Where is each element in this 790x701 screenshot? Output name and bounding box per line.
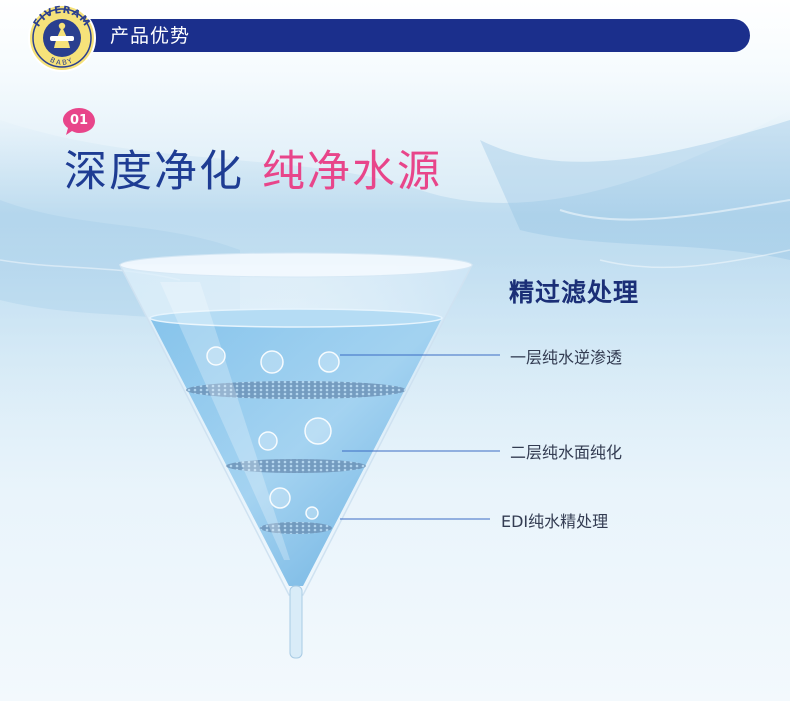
process-title: 精过滤处理 [509,278,640,307]
headline-part2: 纯净水源 [262,147,442,197]
headline: 深度净化纯净水源 [64,142,442,202]
logo-subtext: BABY [49,56,74,67]
header-title: 产品优势 [110,25,191,47]
section-number-badge [63,108,95,135]
section-number: 01 [69,113,89,128]
layer-2-label: 二层纯水面纯化 [510,443,623,462]
headline-part1: 深度净化 [64,147,244,197]
layer-3-label: EDI纯水精处理 [501,512,609,531]
svg-text:BABY: BABY [49,56,76,67]
fiveram-baby-logo: FIVERAM BABY [28,4,96,72]
layer-1-label: 一层纯水逆渗透 [510,348,623,367]
header-bar [60,19,750,52]
